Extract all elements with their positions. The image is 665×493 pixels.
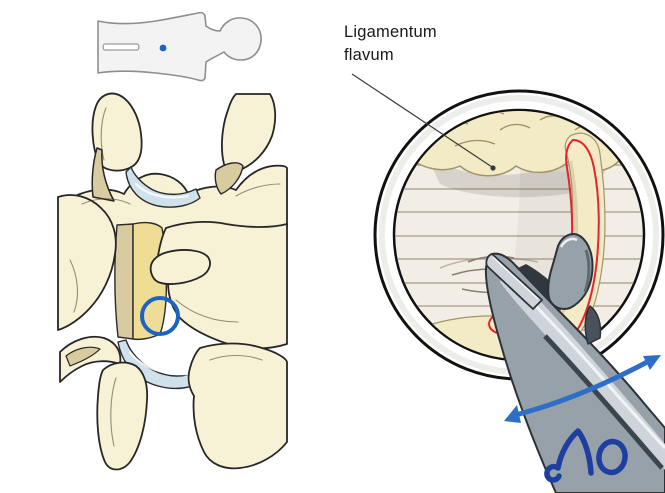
sweep-motion-arrow — [504, 355, 661, 423]
tan-wedge-upper-right — [214, 162, 244, 195]
arrowhead-right — [643, 355, 661, 370]
target-circle-annotation — [140, 296, 180, 336]
rongeur-upper-jaw-shade — [583, 249, 591, 293]
ao-logo: AO — [544, 428, 628, 483]
lower-disc-highlight — [129, 351, 193, 376]
ao-logo-a — [544, 428, 594, 483]
lumbar-spine-inset — [57, 92, 288, 471]
rongeur-upper-jaw-highlight — [559, 237, 578, 248]
right-lamina-mass — [156, 221, 288, 350]
lower-right-mass — [187, 342, 288, 470]
patient-position-icon — [97, 11, 262, 82]
arrowhead-left — [504, 405, 521, 423]
left-transverse-mass — [57, 194, 117, 331]
fat-under-shadow — [428, 149, 608, 198]
rongeur-footplate-edge — [492, 256, 539, 300]
lower-spinous-process — [96, 361, 149, 471]
label-line-2: flavum — [344, 46, 394, 64]
upper-disc-highlight — [135, 183, 189, 199]
label-line-1: Ligamentum — [344, 23, 437, 41]
ao-logo-o — [596, 438, 628, 476]
ligamentum-flavum-label: Ligamentum flavum — [344, 21, 437, 67]
arm-line — [102, 43, 140, 51]
bone-contour-lines — [69, 107, 281, 447]
rongeur-slide-bar — [543, 334, 664, 470]
articular-process-finger — [149, 249, 211, 285]
label-leader-line — [351, 73, 496, 171]
surgical-level-dot — [159, 44, 167, 52]
upper-transverse-right — [221, 93, 277, 172]
rongeur-footplate — [485, 253, 543, 310]
flavum-tan-strip — [114, 223, 134, 340]
rongeur-shaft-highlight — [500, 268, 665, 470]
kerrison-rongeur-icon — [484, 233, 665, 493]
upper-spinous-shadow — [91, 147, 115, 202]
body-outline — [97, 11, 262, 82]
lower-left-fold-shadow — [65, 346, 101, 367]
rongeur-hinge-wedge — [584, 305, 602, 345]
rongeur-upper-jaw — [547, 233, 594, 310]
